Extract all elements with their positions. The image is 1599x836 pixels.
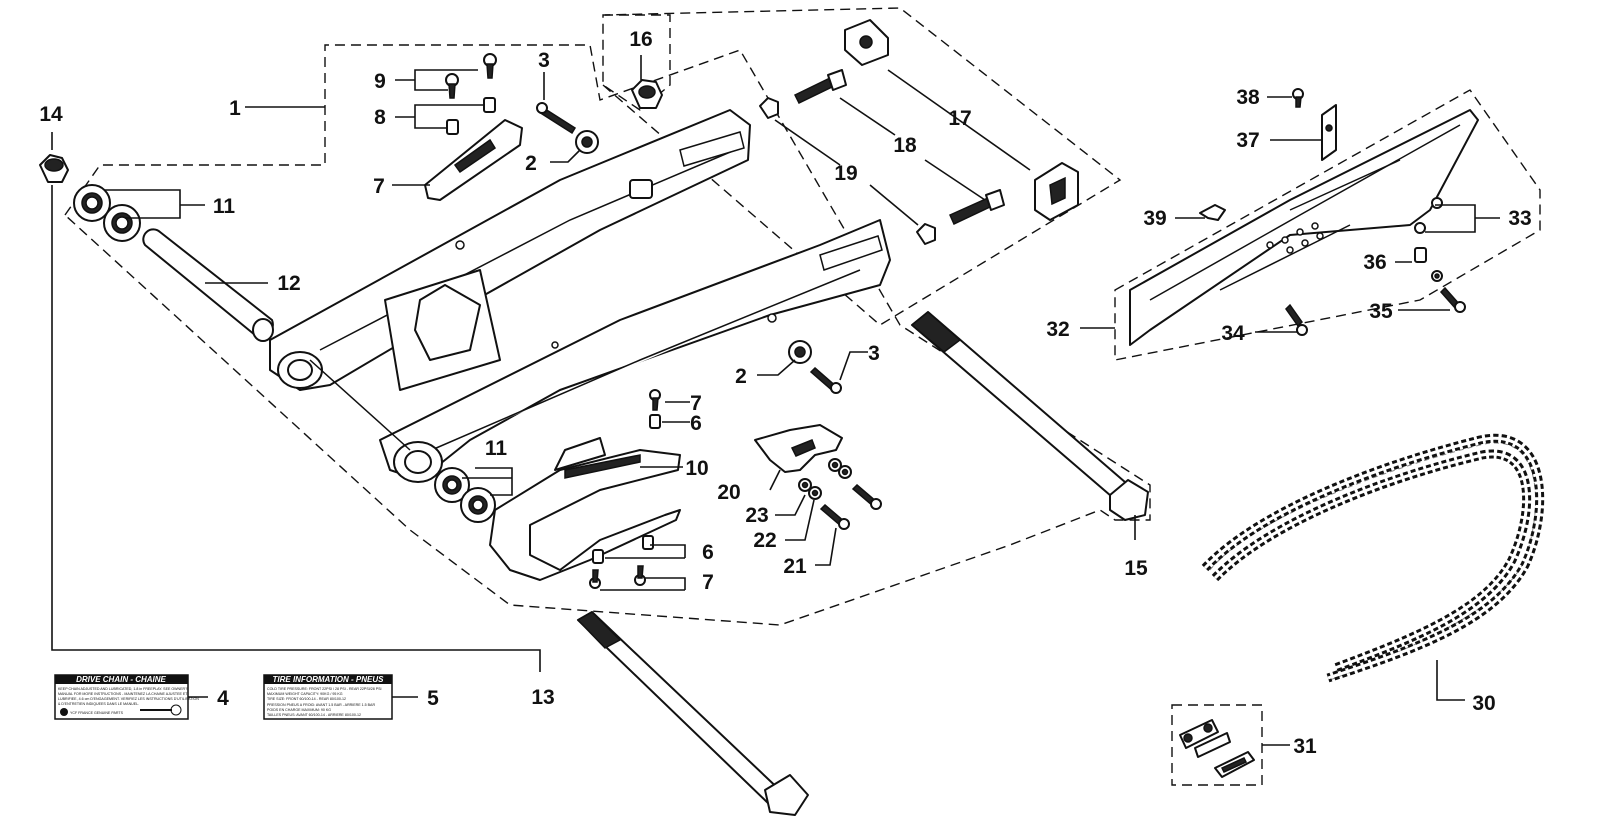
callout-35: 35 xyxy=(1369,300,1393,323)
callout-39: 39 xyxy=(1143,207,1166,230)
assembly-boundaries xyxy=(64,7,1541,786)
chain-guide-bracket-20 xyxy=(754,424,843,473)
bolts-21 xyxy=(819,483,882,530)
washer-upper-2 xyxy=(575,130,599,154)
chain-guard-32 xyxy=(1129,109,1479,346)
drive-chain-decal-4: DRIVE CHAIN - CHAINE KEEP CHAIN ADJUSTED… xyxy=(54,674,199,720)
callout-2-upper: 2 xyxy=(525,152,537,175)
callout-38: 38 xyxy=(1236,86,1260,109)
screws-guide-7 xyxy=(589,389,661,589)
screw-38 xyxy=(1292,88,1304,108)
callout-18: 18 xyxy=(893,134,917,157)
tire-info-decal-title: TIRE INFORMATION - PNEUS xyxy=(273,675,385,684)
ycf-logo-icon xyxy=(60,708,68,716)
callout-14: 14 xyxy=(39,103,63,126)
callout-33: 33 xyxy=(1508,207,1531,230)
callout-21: 21 xyxy=(783,555,807,578)
callout-10: 10 xyxy=(685,457,708,480)
callout-4: 4 xyxy=(217,687,229,710)
drive-chain-decal-line2: MANUAL FOR MORE INSTRUCTIONS - MAINTENEZ… xyxy=(58,692,188,696)
callout-16: 16 xyxy=(629,28,652,51)
callout-numbers: 1 2 2 3 3 4 5 6 6 7 7 7 8 9 10 11 11 12 … xyxy=(39,28,1531,758)
chain-slider-upper-7 xyxy=(424,119,523,201)
chain-guide-10 xyxy=(489,437,681,581)
tire-info-decal-line2: MAXIMUM WEIGHT CAPACITY: 90KG / 95 KG xyxy=(267,692,343,696)
callout-7-middle: 7 xyxy=(690,392,702,415)
adjuster-bolts-18 xyxy=(793,69,1005,226)
adjuster-nuts-19 xyxy=(759,97,936,245)
drive-chain-30 xyxy=(1201,433,1545,683)
callout-20: 20 xyxy=(717,481,740,504)
callout-8: 8 xyxy=(374,106,386,129)
callout-30: 30 xyxy=(1472,692,1495,715)
adjuster-bolt-lower-3 xyxy=(809,366,842,394)
callout-32: 32 xyxy=(1046,318,1069,341)
guard-bracket-37 xyxy=(1321,104,1337,161)
chain-adjuster-blocks-17 xyxy=(844,19,1079,221)
washer-lower-2 xyxy=(788,340,812,364)
callout-17: 17 xyxy=(948,107,971,130)
spacer-36 xyxy=(1414,247,1427,263)
callout-36: 36 xyxy=(1363,251,1386,274)
tire-info-decal-5: TIRE INFORMATION - PNEUS COLD TIRE PRESS… xyxy=(263,674,393,720)
callout-34: 34 xyxy=(1221,322,1245,345)
callout-6-lower: 6 xyxy=(702,541,714,564)
callout-13: 13 xyxy=(531,686,554,709)
tire-info-decal-line6: TAILLES PNEUS: AVANT 60/100-14 - ARRIERE… xyxy=(267,713,361,717)
bearing-pair-upper-11 xyxy=(73,184,141,242)
callout-2-lower: 2 xyxy=(735,365,747,388)
callout-7-upper: 7 xyxy=(373,175,385,198)
callout-11-lower: 11 xyxy=(485,437,508,460)
washer-35 xyxy=(1431,270,1443,282)
drive-chain-decal-line1: KEEP CHAIN ADJUSTED AND LUBRICATED, 1.8 … xyxy=(58,687,189,691)
callout-23: 23 xyxy=(745,504,768,527)
washers-22 xyxy=(808,465,852,500)
drive-chain-decal-brand: YCF FRANCE GENUINE PARTS xyxy=(70,711,124,715)
drive-chain-decal-title: DRIVE CHAIN - CHAINE xyxy=(76,675,166,684)
pivot-spacer-12 xyxy=(142,228,274,342)
bolt-35 xyxy=(1439,286,1466,313)
callout-9: 9 xyxy=(374,70,386,93)
swingarm-pivot-bolt-13 xyxy=(576,611,809,816)
callout-19: 19 xyxy=(834,162,857,185)
drive-chain-decal-line3: LUBRIFIEE, 4.6 cm D'ENGAGEMENT. VERIFIEZ… xyxy=(58,697,199,701)
bolt-34 xyxy=(1285,303,1308,336)
swingarm xyxy=(269,109,891,483)
tire-info-decal-line1: COLD TIRE PRESSURE: FRONT 22PSI / 28 PSI… xyxy=(267,687,382,691)
screws-9 xyxy=(445,53,497,99)
adjuster-bolt-upper-3 xyxy=(536,102,577,135)
callout-22: 22 xyxy=(753,529,776,552)
pivot-nut-14 xyxy=(39,154,69,183)
callout-12: 12 xyxy=(277,272,300,295)
callout-37: 37 xyxy=(1236,129,1259,152)
callout-15: 15 xyxy=(1124,557,1148,580)
callout-6-upper: 6 xyxy=(690,412,702,435)
callout-7-lower: 7 xyxy=(702,571,714,594)
clip-39 xyxy=(1199,204,1226,221)
bearing-pair-lower-11 xyxy=(434,467,496,523)
tire-info-decal-line4: PRESSION PNEUS A FROID: AVANT 1.5 BAR - … xyxy=(267,703,375,707)
callout-31: 31 xyxy=(1293,735,1317,758)
tire-info-decal-line5: POIDS EN CHARGE MAXIMUM: 90 KG xyxy=(267,708,331,712)
washers-23 xyxy=(798,458,842,492)
spacers-8 xyxy=(446,97,496,135)
callout-1: 1 xyxy=(229,97,241,120)
callout-11-upper: 11 xyxy=(213,195,236,218)
leader-lines xyxy=(51,55,1500,746)
callout-3-upper: 3 xyxy=(538,49,550,72)
callout-5: 5 xyxy=(427,687,439,710)
callout-3-lower: 3 xyxy=(868,342,880,365)
drive-chain-decal-line4: & D'ENTRETIEN INDIQUEES DANS LE MANUEL. xyxy=(58,702,139,706)
spacers-guide-6 xyxy=(592,414,661,564)
master-link-31 xyxy=(1179,719,1255,778)
rear-axle-15 xyxy=(910,311,1149,521)
tire-info-decal-line3: TIRE SIZE: FRONT 60/100-14 - REAR 80/100… xyxy=(267,697,346,701)
axle-nut-16 xyxy=(631,79,663,109)
